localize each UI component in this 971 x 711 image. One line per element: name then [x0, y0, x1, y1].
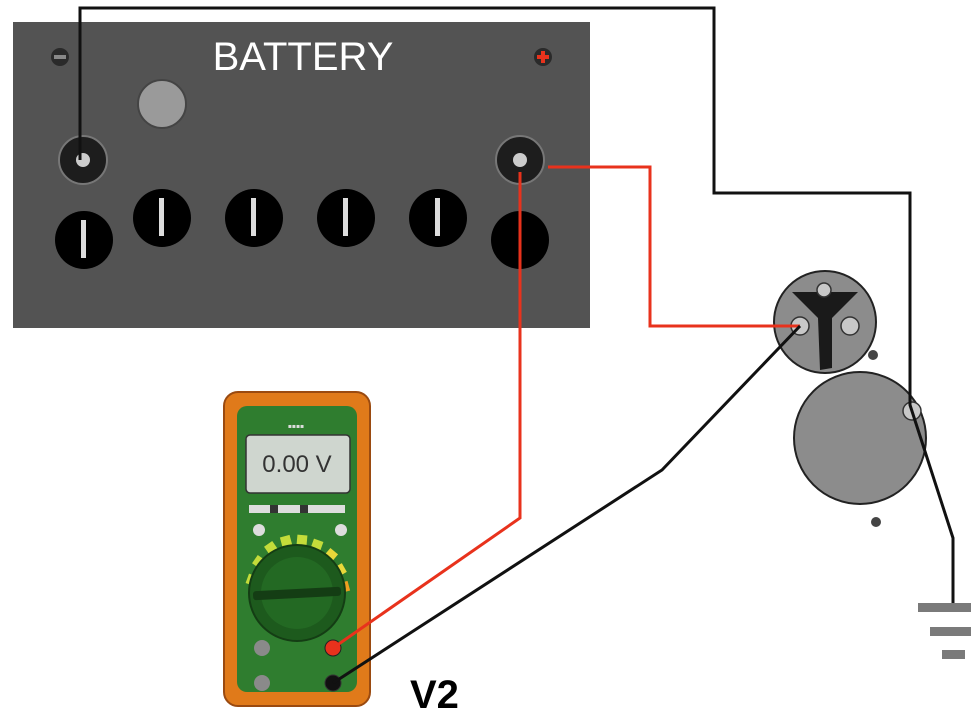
negative-ground-wire — [78, 6, 955, 603]
jack-com-left[interactable] — [254, 675, 270, 691]
ground-symbol — [918, 603, 971, 659]
jack-a[interactable] — [254, 640, 270, 656]
cell-cap — [55, 211, 113, 269]
starter-solenoid — [773, 270, 877, 374]
cell-cap — [409, 189, 467, 247]
wires — [78, 6, 955, 603]
cell-cap — [133, 189, 191, 247]
dial-pointer — [253, 586, 342, 601]
light-button[interactable] — [335, 524, 347, 536]
meter-leads — [332, 172, 802, 685]
black-test-lead — [332, 324, 802, 685]
meter-reading: 0.00 V — [262, 451, 331, 478]
battery-case — [13, 22, 590, 328]
vent-cap — [137, 79, 187, 129]
red-test-lead — [332, 172, 522, 650]
battery-label: BATTERY — [213, 35, 394, 79]
measurement-label: V2 — [410, 673, 459, 711]
digital-multimeter: ▪▪▪▪ 0.00 V — [223, 391, 371, 707]
negative-terminal — [58, 135, 108, 185]
solenoid-s-terminal — [816, 282, 832, 298]
solenoid-motor-terminal — [840, 316, 860, 336]
positive-cable-wire — [548, 165, 800, 328]
starter-motor — [793, 350, 927, 527]
minus-icon — [51, 48, 69, 66]
cell-cap — [317, 189, 375, 247]
cell-cap — [225, 189, 283, 247]
hold-button[interactable] — [253, 524, 265, 536]
plus-icon — [534, 48, 552, 66]
function-buttons[interactable] — [249, 505, 345, 513]
meter-display — [245, 434, 351, 494]
meter-model-label: ▪▪▪▪ — [288, 423, 304, 430]
battery: BATTERY — [13, 22, 590, 328]
